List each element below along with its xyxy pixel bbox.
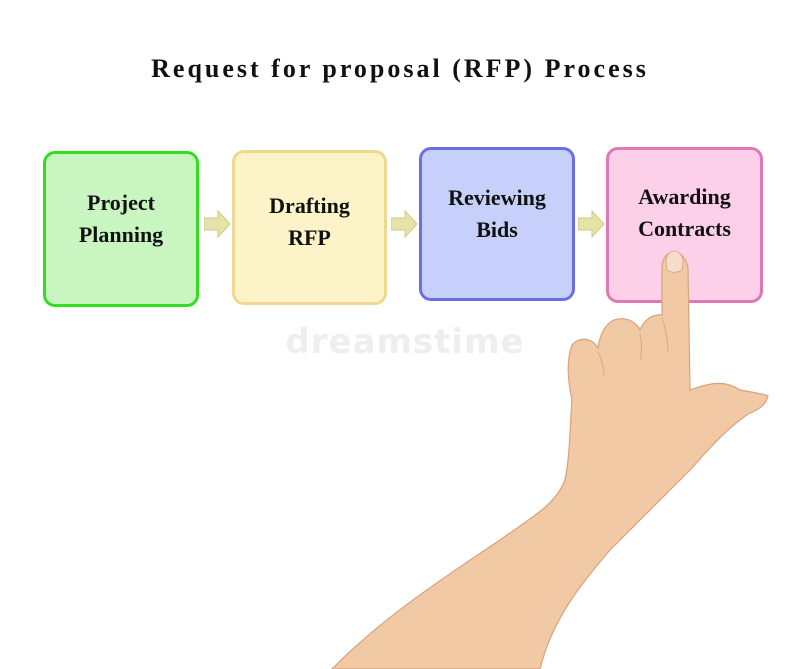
arrow-shape [204,209,230,239]
knuckle-crease [661,317,669,353]
flow-arrow-icon [578,209,604,239]
hand-shape [331,251,769,669]
flow-arrow-icon [391,209,417,239]
fingernail-shape [665,250,684,273]
step-drafting-rfp: Drafting RFP [232,150,387,305]
diagram-title: Request for proposal (RFP) Process [151,54,649,83]
step-label: Drafting RFP [269,193,350,250]
knuckle-crease [597,351,605,377]
knuckle-crease [639,333,642,361]
step-reviewing-bids: Reviewing Bids [419,147,575,301]
step-label: Reviewing Bids [448,185,546,242]
step-label: Project Planning [78,190,164,247]
arrow-shape [391,209,417,239]
watermark: dreamstime [285,322,525,362]
arrow-shape [578,209,604,239]
flow-arrow-icon [204,209,230,239]
step-project-planning: Project Planning [43,151,199,307]
step-label: Awarding Contracts [638,184,731,241]
